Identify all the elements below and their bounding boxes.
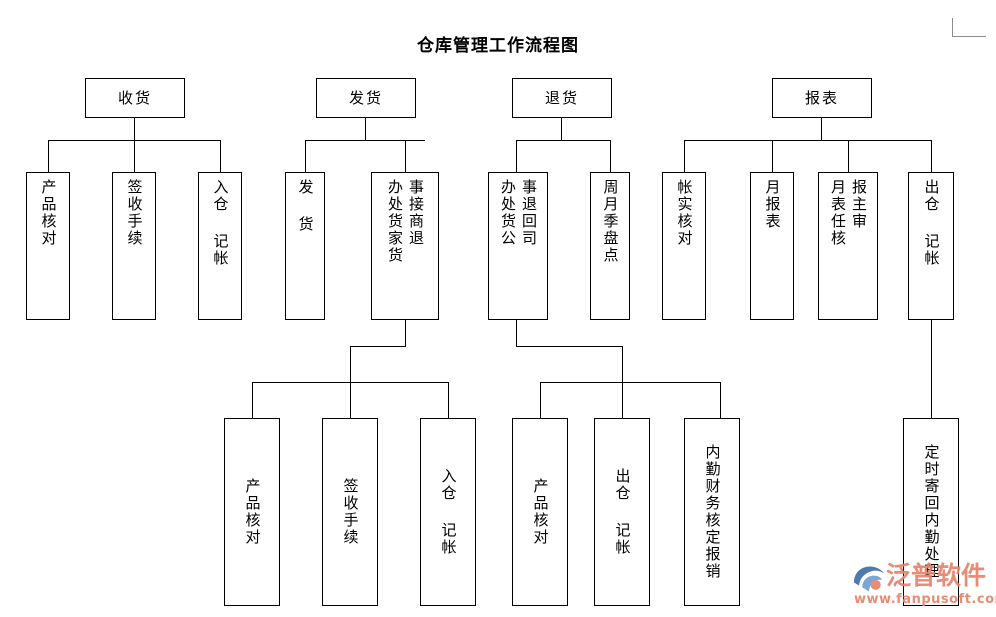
connector-reports-drop-4	[931, 140, 932, 172]
page-title: 仓库管理工作流程图	[417, 36, 579, 56]
node-rep-monthly-report[interactable]: 月报表	[750, 172, 794, 320]
connector-ret-sub-bar	[540, 382, 720, 383]
connector-reports-drop-2	[772, 140, 773, 172]
connector-receiving-drop-2	[134, 140, 135, 172]
node-label: 内勤财务核定报销	[703, 444, 722, 580]
connector-ship-sub-drop-2	[350, 382, 351, 418]
connector-shipping-drop-2	[405, 140, 406, 172]
connector-ret-sub-drop-2	[622, 382, 623, 418]
connector-reports-stem	[821, 118, 822, 140]
node-label: 收货	[117, 89, 152, 107]
node-header-returns[interactable]: 退货	[512, 78, 612, 118]
fanpu-logo-icon	[854, 566, 884, 592]
node-label: 月报表	[763, 179, 782, 230]
node-label: 签收手续	[341, 478, 360, 546]
node-label: 产品核对	[531, 478, 550, 546]
node-rep-manager-review[interactable]: 报主审 月表任核	[818, 172, 878, 320]
node-recv-signoff[interactable]: 签收手续	[112, 172, 156, 320]
connector-returns-drop-2	[610, 140, 611, 172]
connector-ship-sub-drop	[350, 346, 351, 382]
node-label: 发货	[348, 89, 383, 107]
node-rep-ledger-reconcile[interactable]: 帐实核对	[662, 172, 706, 320]
connector-receiving-drop-3	[220, 140, 221, 172]
connector-returns-bar	[516, 140, 610, 141]
node-ship-sub-inbound-bookkeeping[interactable]: 入仓 记帐	[420, 418, 476, 606]
node-recv-inbound-bookkeeping[interactable]: 入仓 记帐	[198, 172, 242, 320]
node-label: 签收手续	[125, 179, 144, 247]
node-label: 产品核对	[39, 179, 58, 247]
connector-reports-bar	[684, 140, 931, 141]
node-label: 定时寄回内勤处理	[922, 444, 941, 580]
node-ret-sub-finance-reimbursement[interactable]: 内勤财务核定报销	[684, 418, 740, 606]
node-label: 报表	[804, 89, 839, 107]
connector-ret-sub-drop-3	[720, 382, 721, 418]
node-ret-sub-product-check[interactable]: 产品核对	[512, 418, 568, 606]
node-label-col-left: 月表任核	[829, 179, 847, 247]
connector-ret-sub-drop-1	[540, 382, 541, 418]
node-label-col-left: 办处货公	[499, 179, 517, 247]
node-label: 周月季盘点	[601, 179, 620, 264]
node-label-columns: 事接商退 办处货家货	[385, 179, 425, 264]
connector-ship-sub-jog	[350, 346, 406, 347]
connector-receiving-stem	[134, 118, 135, 140]
connector-shipping-stem	[365, 118, 366, 140]
connector-returns-stem	[561, 118, 562, 140]
node-label: 入仓 记帐	[439, 468, 458, 556]
connector-reports-drop-1	[684, 140, 685, 172]
node-rep-sub-mail-back-to-office[interactable]: 定时寄回内勤处理	[903, 418, 959, 606]
connector-ship-sub-stem	[405, 320, 406, 346]
node-label-columns: 报主审 月表任核	[828, 179, 868, 247]
node-ret-send-back-to-company[interactable]: 事退回司 办处货公	[488, 172, 548, 320]
connector-receiving-drop-1	[48, 140, 49, 172]
node-recv-product-check[interactable]: 产品核对	[26, 172, 70, 320]
node-ship-handle-vendor-return[interactable]: 事接商退 办处货家货	[371, 172, 439, 320]
node-label-columns: 事退回司 办处货公	[498, 179, 538, 247]
connector-ship-sub-drop-1	[252, 382, 253, 418]
node-label: 出仓 记帐	[922, 179, 941, 267]
node-ret-sub-outbound-bookkeeping[interactable]: 出仓 记帐	[594, 418, 650, 606]
node-label: 帐实核对	[675, 179, 694, 247]
node-label: 发 货	[296, 179, 315, 233]
page-corner-mark	[952, 18, 986, 37]
node-label: 产品核对	[243, 478, 262, 546]
connector-shipping-drop-1	[305, 140, 306, 172]
connector-ship-sub-drop-3	[448, 382, 449, 418]
node-ret-periodic-stocktake[interactable]: 周月季盘点	[590, 172, 630, 320]
node-label: 退货	[544, 89, 579, 107]
connector-ret-sub-stem	[516, 320, 517, 346]
node-ship-sub-product-check[interactable]: 产品核对	[224, 418, 280, 606]
node-rep-outbound-bookkeeping[interactable]: 出仓 记帐	[908, 172, 954, 320]
node-ship-dispatch[interactable]: 发 货	[285, 172, 325, 320]
connector-ret-sub-drop	[622, 346, 623, 382]
node-header-receiving[interactable]: 收货	[85, 78, 185, 118]
node-header-shipping[interactable]: 发货	[316, 78, 416, 118]
connector-ret-sub-jog	[516, 346, 622, 347]
node-ship-sub-signoff[interactable]: 签收手续	[322, 418, 378, 606]
node-label-col-right: 报主审	[850, 179, 868, 230]
node-label-col-right: 事退回司	[520, 179, 538, 247]
node-label-col-right: 事接商退	[407, 179, 425, 247]
node-label: 出仓 记帐	[613, 468, 632, 556]
node-label-col-left: 办处货家货	[386, 179, 404, 264]
connector-rep-sub-drop	[931, 320, 932, 418]
node-label: 入仓 记帐	[211, 179, 230, 267]
connector-shipping-bar	[305, 140, 425, 141]
node-header-reports[interactable]: 报表	[772, 78, 872, 118]
connector-reports-drop-3	[848, 140, 849, 172]
connector-returns-drop-1	[516, 140, 517, 172]
